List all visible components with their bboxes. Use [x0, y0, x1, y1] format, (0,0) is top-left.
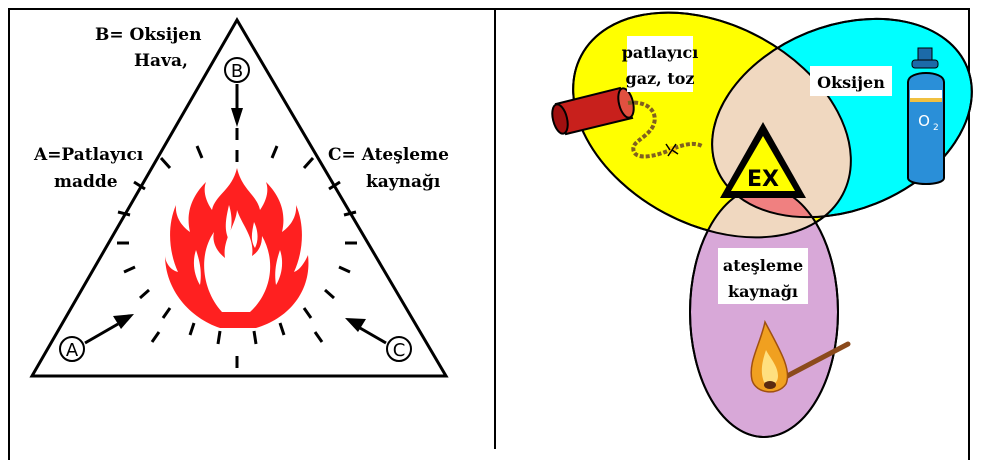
explosive-label-line2: gaz, toz: [626, 69, 695, 88]
label-b-line2: Hava,: [134, 51, 188, 71]
label-c-line1: C= Ateşleme: [328, 145, 449, 165]
svg-text:EX: EX: [747, 167, 779, 192]
label-c-line2: kaynağı: [366, 172, 441, 192]
label-a-line2: madde: [54, 172, 118, 192]
svg-text:A: A: [66, 340, 79, 361]
oxygen-label: Oksijen: [817, 73, 885, 92]
explosion-venn-diagram: EX O 2 patlayıc: [534, 0, 989, 437]
ignition-label-line2: kaynağı: [728, 282, 798, 301]
explosive-label-line1: patlayıcı: [622, 43, 699, 62]
svg-text:B: B: [231, 61, 243, 82]
svg-text:C: C: [393, 340, 406, 361]
svg-text:O: O: [918, 112, 930, 130]
fire-triangle-diagram: B A C B= Oksijen Hava, A=Patlayıcı madde…: [32, 20, 449, 376]
label-b-line1: B= Oksijen: [95, 25, 201, 45]
diagram-canvas: B A C B= Oksijen Hava, A=Patlayıcı madde…: [0, 0, 989, 449]
svg-text:2: 2: [933, 123, 939, 133]
ignition-label-line1: ateşleme: [723, 256, 803, 275]
label-a-line1: A=Patlayıcı: [33, 145, 144, 165]
